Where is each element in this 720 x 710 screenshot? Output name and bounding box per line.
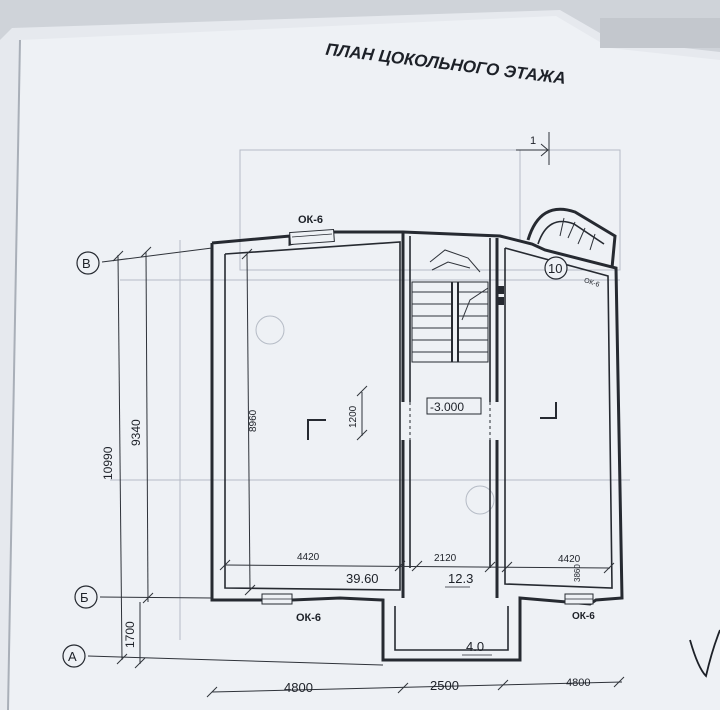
- axis-bubble-a: [62, 644, 86, 668]
- axis-label-b: Б: [80, 590, 89, 605]
- area-corridor: 12.3: [448, 571, 473, 586]
- axis-label-v: В: [82, 256, 91, 271]
- dim-8960: 8960: [248, 409, 259, 432]
- top-right-shadow: [600, 18, 720, 48]
- dim-4800-right: 4800: [566, 677, 590, 689]
- section-mark-number: 1: [530, 135, 536, 147]
- bay-steps: [559, 217, 596, 251]
- bottom-dimension-chain: [206, 676, 625, 698]
- show-through-lines: [110, 149, 630, 640]
- vertical-dimension-lines: [112, 246, 368, 669]
- dim-4420-left: 4420: [297, 552, 320, 563]
- staircase: [411, 249, 504, 363]
- room-number: 10: [548, 261, 562, 276]
- axis-bubble-b: [74, 585, 98, 609]
- walls: [210, 207, 624, 662]
- dim-1700: 1700: [123, 621, 137, 648]
- level-mark-box: [426, 397, 482, 415]
- axis-lines: [87, 247, 384, 666]
- area-vestibule: 4.0: [466, 639, 484, 654]
- area-left-room: 39.60: [346, 571, 379, 586]
- window-label-bottom-left: ОК-6: [296, 612, 321, 624]
- section-mark: 1: [516, 132, 550, 165]
- window-label-top: ОК-6: [298, 214, 323, 226]
- room-mark-left: [307, 419, 326, 440]
- dim-10990: 10990: [101, 446, 115, 480]
- room-number-circle: [544, 256, 568, 280]
- page-edge: [7, 39, 21, 710]
- axis-label-a: А: [68, 649, 77, 664]
- dim-9340: 9340: [129, 419, 143, 446]
- window-label-bay: ОК-6: [583, 277, 600, 289]
- room-mark-right: [540, 402, 557, 419]
- axis-bubble-v: [76, 251, 100, 275]
- dim-2120: 2120: [434, 553, 457, 564]
- dim-4420-right: 4420: [558, 554, 581, 565]
- paper: [8, 16, 720, 710]
- dim-2500: 2500: [430, 678, 459, 693]
- pen-mark: [689, 629, 720, 678]
- dim-3860: 3860: [573, 564, 582, 582]
- dim-4800-left: 4800: [284, 680, 313, 695]
- internal-horizontal-dimensions: [219, 559, 615, 574]
- window-label-bottom-right: ОК-6: [572, 611, 595, 622]
- level-mark: -3.000: [430, 400, 464, 414]
- dim-1200: 1200: [348, 405, 359, 428]
